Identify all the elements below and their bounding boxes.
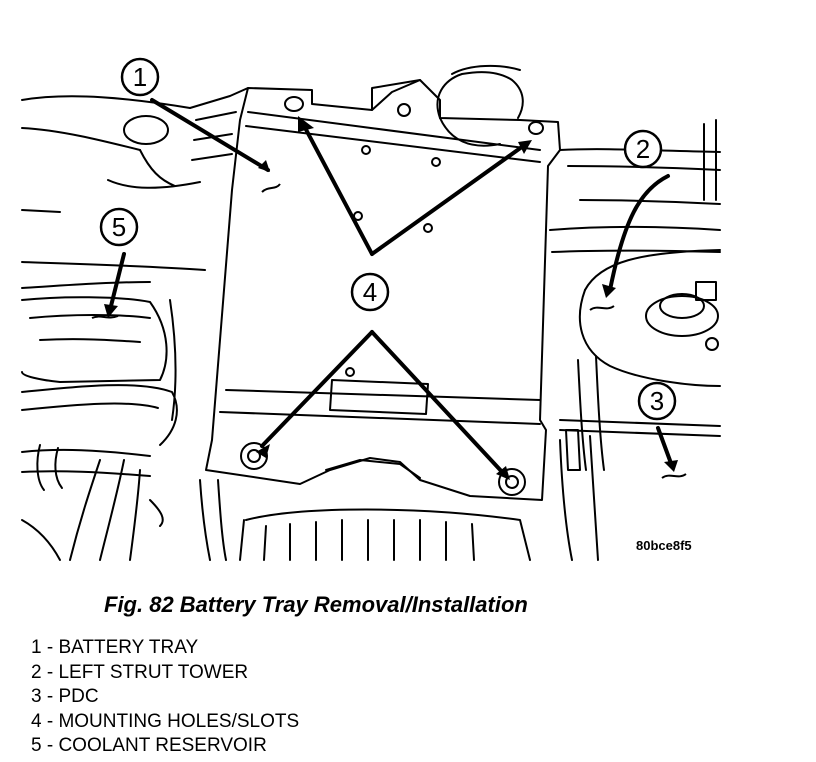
legend-item: 5 - COOLANT RESERVOIR xyxy=(31,735,267,756)
figure-caption: Fig. 82 Battery Tray Removal/Installatio… xyxy=(104,592,528,617)
legend-item: 4 - MOUNTING HOLES/SLOTS xyxy=(31,710,300,732)
callout-4-number: 4 xyxy=(363,277,377,307)
legend-list: 1 - BATTERY TRAY 2 - LEFT STRUT TOWER 3 … xyxy=(31,636,299,759)
arrow-hole-bottom-left xyxy=(260,330,374,448)
arrow-hole-top-right xyxy=(370,142,528,256)
callout-3: 3 xyxy=(637,381,677,421)
callout-1: 1 xyxy=(120,57,160,97)
lower-engine-parts xyxy=(199,479,531,561)
engine-bay-left-lines xyxy=(21,95,206,289)
legend-item: 1 - BATTERY TRAY xyxy=(31,637,199,658)
leader-line-1 xyxy=(150,98,270,172)
leader-line-5 xyxy=(108,252,126,312)
pdc-and-cables xyxy=(559,355,721,561)
legend-item: 3 - PDC xyxy=(31,686,99,707)
battery-tray-illustration: 1 2 3 4 5 xyxy=(21,57,721,561)
arrow-hole-bottom-right xyxy=(370,330,506,476)
callout-1-number: 1 xyxy=(133,62,147,92)
callout-5-number: 5 xyxy=(112,212,126,242)
hoses-lower-left xyxy=(21,299,178,561)
leader-line-2 xyxy=(608,174,670,292)
squiggle-marks xyxy=(91,183,687,479)
callout-2-number: 2 xyxy=(636,134,650,164)
coolant-reservoir xyxy=(21,296,168,383)
legend-item: 2 - LEFT STRUT TOWER xyxy=(31,661,249,683)
callout-4: 4 xyxy=(350,272,390,312)
battery-tray xyxy=(205,79,561,501)
callout-3-number: 3 xyxy=(650,386,664,416)
image-id: 80bce8f5 xyxy=(636,538,692,553)
leader-lines xyxy=(108,98,674,476)
left-strut-tower xyxy=(578,249,721,387)
callout-2: 2 xyxy=(623,129,663,169)
arrow-heads xyxy=(104,116,678,480)
arrow-hole-top-left xyxy=(300,120,374,256)
hand xyxy=(436,64,524,147)
callout-5: 5 xyxy=(99,207,139,247)
leader-line-3 xyxy=(656,426,674,468)
